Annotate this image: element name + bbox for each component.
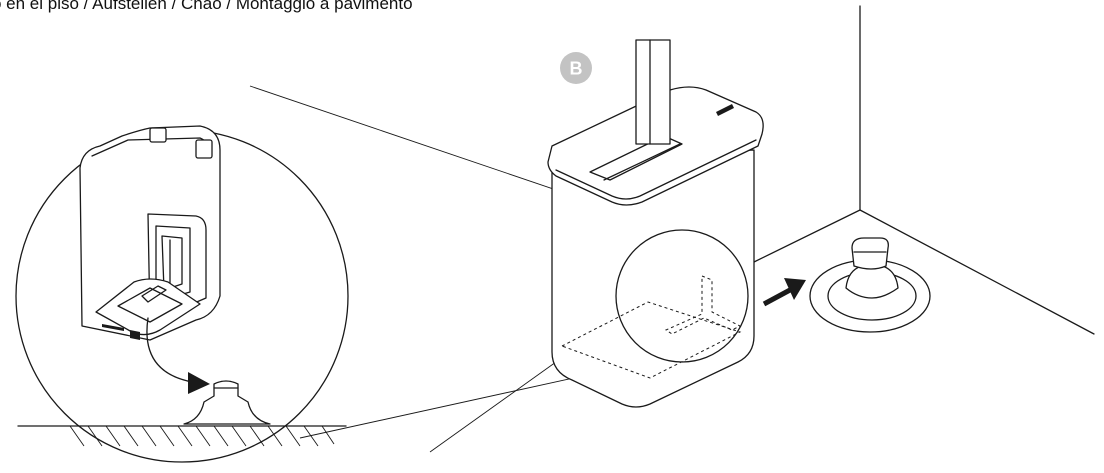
floor-hatching xyxy=(69,425,335,447)
instruction-heading: o en el piso / Aufstellen / Chão / Monta… xyxy=(0,0,413,13)
push-direction-arrow-icon xyxy=(762,278,806,307)
room-corner xyxy=(753,5,1095,335)
step-badge-circle xyxy=(560,52,592,84)
detail-zoom-view xyxy=(15,125,349,463)
brush-holder xyxy=(547,39,764,408)
step-badge-label: B xyxy=(570,59,583,79)
suction-cup-mount xyxy=(809,237,931,333)
step-badge: B xyxy=(560,52,592,84)
